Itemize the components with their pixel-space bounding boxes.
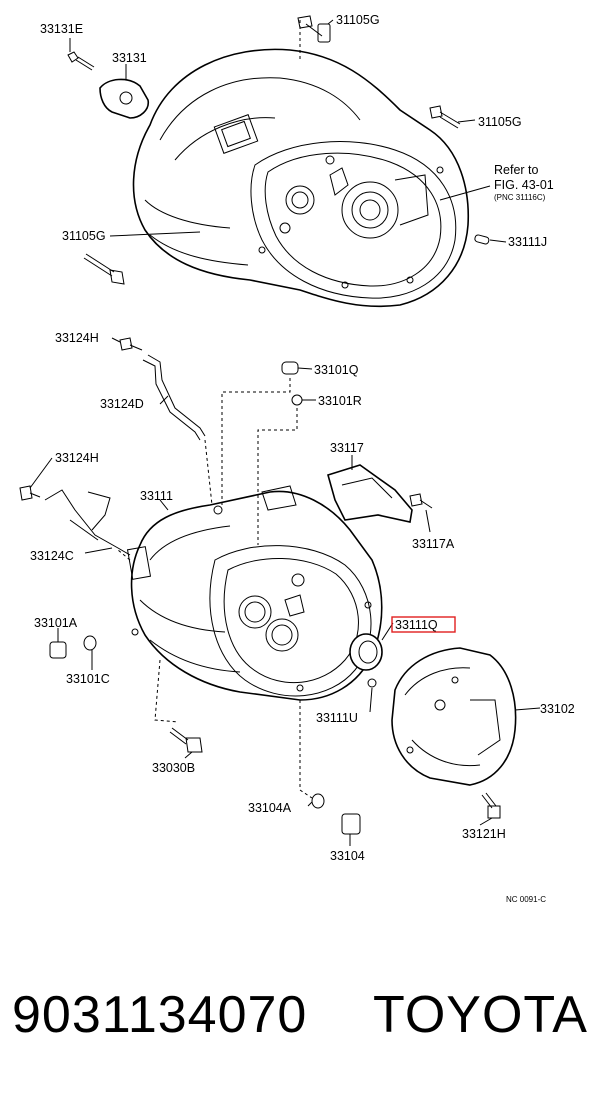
label-33101R: 33101R bbox=[318, 394, 362, 408]
upper-fasteners bbox=[67, 15, 490, 285]
label-33131: 33131 bbox=[112, 51, 147, 65]
transaxle-case-drawing bbox=[126, 485, 383, 701]
label-33111J: 33111J bbox=[508, 235, 547, 249]
label-33124H-mid: 33124H bbox=[55, 451, 99, 465]
label-33111: 33111 bbox=[140, 489, 173, 503]
refer-to-line-3: (PNC 31116C) bbox=[494, 193, 546, 202]
label-33101A: 33101A bbox=[34, 616, 78, 630]
label-33124H-top: 33124H bbox=[55, 331, 99, 345]
clutch-housing-drawing bbox=[132, 48, 470, 308]
part-number-text: 9031134070 bbox=[12, 986, 308, 1044]
label-33111U: 33111U bbox=[316, 711, 358, 725]
refer-to-line-2: FIG. 43-01 bbox=[494, 178, 554, 192]
label-33102: 33102 bbox=[540, 702, 575, 716]
label-33124D: 33124D bbox=[100, 397, 144, 411]
label-33101Q: 33101Q bbox=[314, 363, 359, 377]
label-31105G-right: 31105G bbox=[478, 115, 522, 129]
brand-text: TOYOTA bbox=[373, 986, 588, 1044]
oil-seal-drawing bbox=[349, 633, 383, 671]
label-33117A: 33117A bbox=[412, 537, 455, 551]
label-33030B: 33030B bbox=[152, 761, 195, 775]
refer-to-line-1: Refer to bbox=[494, 163, 539, 177]
bracket-drawing bbox=[327, 464, 413, 523]
label-31105G-top: 31105G bbox=[336, 13, 380, 27]
label-33117: 33117 bbox=[330, 441, 364, 455]
label-33104: 33104 bbox=[330, 849, 365, 863]
label-33121H: 33121H bbox=[462, 827, 506, 841]
case-cover-drawing bbox=[391, 647, 517, 786]
figure-code: NC 0091-C bbox=[506, 895, 546, 904]
transmission-case-exploded-diagram: 33131E 33131 31105G 31105G Refer to FIG.… bbox=[19, 13, 575, 904]
label-33111Q: 33111Q bbox=[395, 618, 438, 632]
part-labels: 33131E 33131 31105G 31105G Refer to FIG.… bbox=[30, 13, 575, 904]
highlight-box-33111Q bbox=[391, 616, 456, 633]
label-33124C: 33124C bbox=[30, 549, 74, 563]
leader-lines bbox=[29, 19, 541, 846]
label-33131E: 33131E bbox=[40, 22, 83, 36]
label-33101C: 33101C bbox=[66, 672, 110, 686]
caption-bar: 9031134070 TOYOTA bbox=[0, 980, 600, 1050]
label-31105G-left: 31105G bbox=[62, 229, 106, 243]
lower-fasteners bbox=[19, 337, 501, 835]
label-33104A: 33104A bbox=[248, 801, 292, 815]
